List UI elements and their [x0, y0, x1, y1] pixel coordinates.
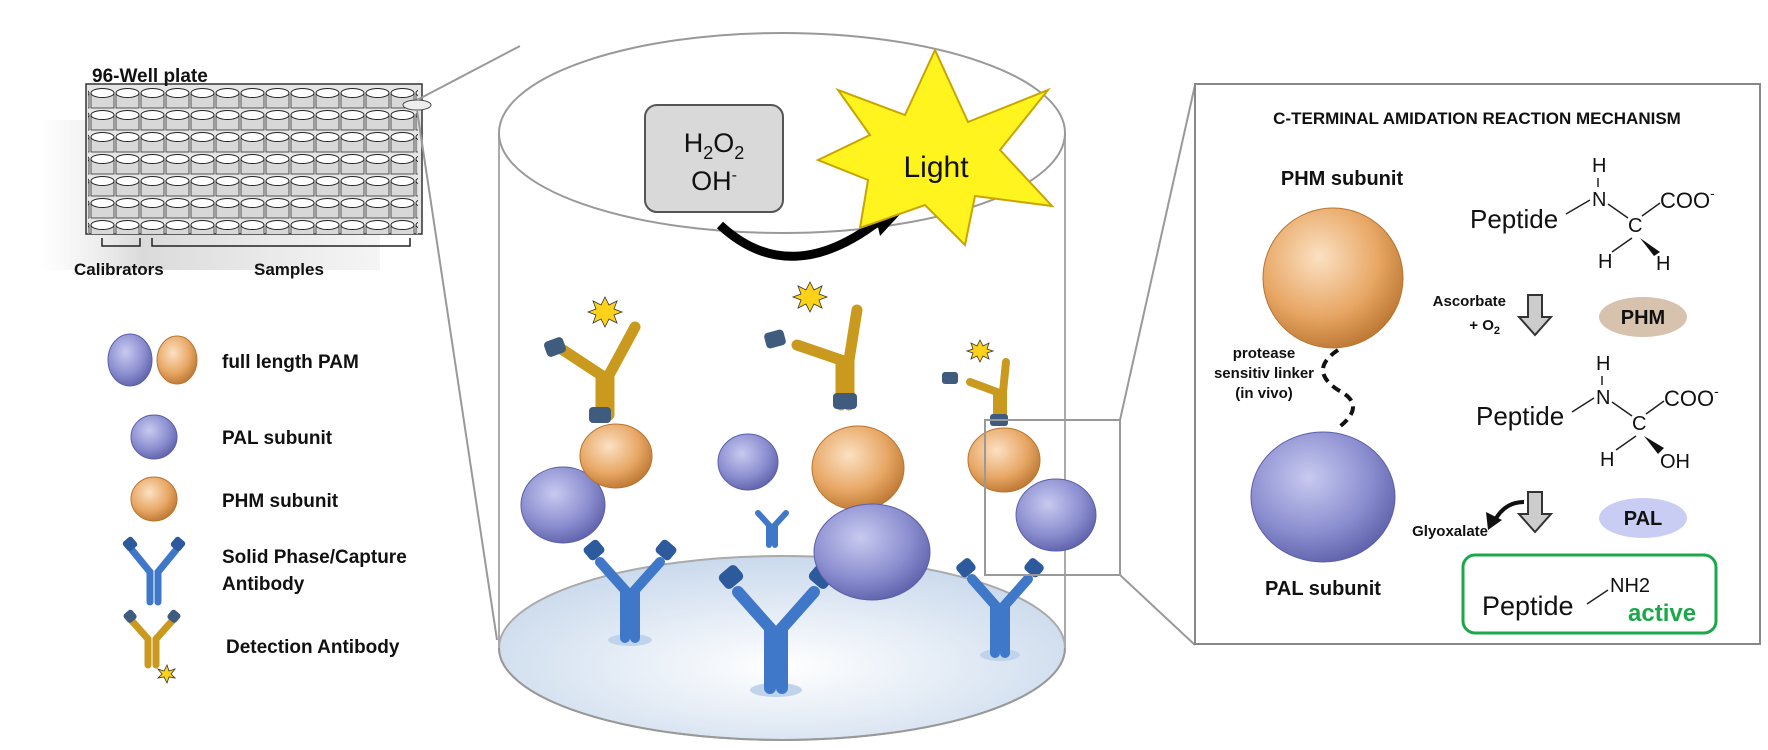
legend-capture-line2: Antibody — [222, 574, 305, 595]
zoom-line-panel-bottom — [1119, 574, 1196, 646]
pal-subunit-structure — [1250, 431, 1396, 563]
detection-antibodies — [543, 281, 1010, 426]
well-plate: 96-Well plate Calibrators Samples — [40, 66, 432, 279]
phm-step-arrow — [1516, 294, 1554, 337]
carbon-2: C — [1632, 413, 1646, 435]
hydrogen-b-1: H — [1656, 253, 1670, 275]
pal-enzyme-pill — [1599, 498, 1687, 538]
detection-antibody-2 — [764, 281, 863, 411]
phm-enzyme-label: PHM — [1621, 307, 1665, 329]
legend: full length PAM PAL subunit PHM subunit … — [107, 333, 407, 685]
phm-subunit-structure — [1262, 207, 1404, 349]
samples-bracket — [151, 238, 411, 247]
zoom-line-panel-top — [1119, 84, 1196, 421]
carbon-1: C — [1628, 215, 1642, 237]
o2-label: + O2 — [1469, 317, 1500, 337]
hydrogen-a-2: H — [1600, 449, 1614, 471]
capture-antibody-4 — [755, 510, 789, 548]
pal-protein-3 — [813, 503, 931, 601]
substrate-structure: Peptide N H C COO- H H — [1470, 155, 1715, 275]
coo-1: COO- — [1660, 185, 1715, 213]
detection-antibody-1 — [543, 296, 641, 423]
calibrators-bracket — [101, 238, 141, 247]
samples-label: Samples — [254, 260, 324, 279]
glyoxalate-arrowhead — [1486, 512, 1502, 530]
oh-label: OH- — [691, 166, 737, 196]
detection-antibody-icon — [123, 609, 181, 685]
linker-label-line2: sensitiv linker — [1214, 365, 1314, 382]
zoom-line-bottom — [416, 109, 498, 641]
peptide-1: Peptide — [1470, 204, 1558, 234]
light-label: Light — [903, 151, 969, 184]
capture-antibody-3 — [956, 558, 1044, 661]
pal-subunit-icon — [130, 414, 178, 460]
linker-label-line1: protease — [1233, 345, 1296, 362]
coo-2: COO- — [1664, 383, 1719, 411]
legend-pal: PAL subunit — [222, 428, 333, 449]
full-pam-icon — [107, 333, 198, 387]
phm-subunit-label: PHM subunit — [1281, 168, 1404, 190]
legend-capture-line1: Solid Phase/Capture — [222, 547, 407, 568]
well-bottom-rim — [498, 647, 1066, 741]
zoom-line-top — [416, 45, 521, 101]
peptide-product: Peptide — [1482, 591, 1574, 621]
corner-well — [402, 99, 432, 111]
phm-enzyme-pill — [1599, 297, 1687, 337]
hydrogen-n-1: H — [1592, 155, 1606, 177]
pal-subunit-label: PAL subunit — [1265, 578, 1381, 600]
capture-antibody-icon — [122, 536, 186, 606]
nh2-label: NH2 — [1610, 575, 1650, 597]
light-burst: Light — [815, 47, 1055, 248]
mechanism-panel: C-TERMINAL AMIDATION REACTION MECHANISM … — [1194, 83, 1761, 645]
h2o2-label: H2O2 — [684, 128, 745, 163]
peptide-2: Peptide — [1476, 401, 1564, 431]
phm-protein-2 — [811, 425, 905, 511]
phm-protein-1 — [579, 423, 653, 489]
capture-antibodies — [583, 510, 1044, 697]
pal-enzyme-label: PAL — [1624, 508, 1663, 530]
pal-protein-2 — [717, 433, 779, 491]
linker-label-line3: (in vivo) — [1235, 385, 1293, 402]
legend-full-pam: full length PAM — [222, 352, 359, 373]
ascorbate-label: Ascorbate — [1433, 293, 1506, 310]
active-label: active — [1628, 600, 1696, 627]
product-box — [1461, 553, 1718, 635]
mechanism-title: C-TERMINAL AMIDATION REACTION MECHANISM — [1273, 109, 1681, 128]
legend-detection: Detection Antibody — [226, 637, 400, 658]
glyoxalate-label: Glyoxalate — [1412, 523, 1488, 540]
pal-step-arrow — [1516, 491, 1554, 534]
nitrogen-2: N — [1596, 387, 1610, 409]
legend-phm: PHM subunit — [222, 491, 339, 512]
capture-antibody-1 — [583, 539, 677, 646]
zoom-square — [984, 419, 1121, 576]
calibrators-label: Calibrators — [74, 260, 164, 279]
detection-antibody-3 — [942, 339, 1010, 426]
capture-antibody-2 — [718, 565, 834, 697]
substrate-box: H2O2 OH- — [644, 104, 784, 213]
reaction-arrow — [716, 216, 883, 261]
phm-protein-3 — [967, 427, 1041, 493]
hydrogen-a-1: H — [1598, 251, 1612, 273]
plate-wells — [88, 88, 418, 234]
pal-protein-4 — [1015, 478, 1097, 552]
hydroxylated-structure: Peptide N H C COO- H OH — [1476, 353, 1719, 473]
hydroxyl-group: OH — [1660, 451, 1690, 473]
linker-dashed — [1321, 348, 1355, 430]
pal-protein-1 — [520, 466, 606, 544]
hydrogen-n-2: H — [1596, 353, 1610, 375]
nitrogen-1: N — [1592, 189, 1606, 211]
phm-subunit-icon — [130, 476, 178, 522]
plate-title: 96-Well plate — [92, 66, 208, 87]
